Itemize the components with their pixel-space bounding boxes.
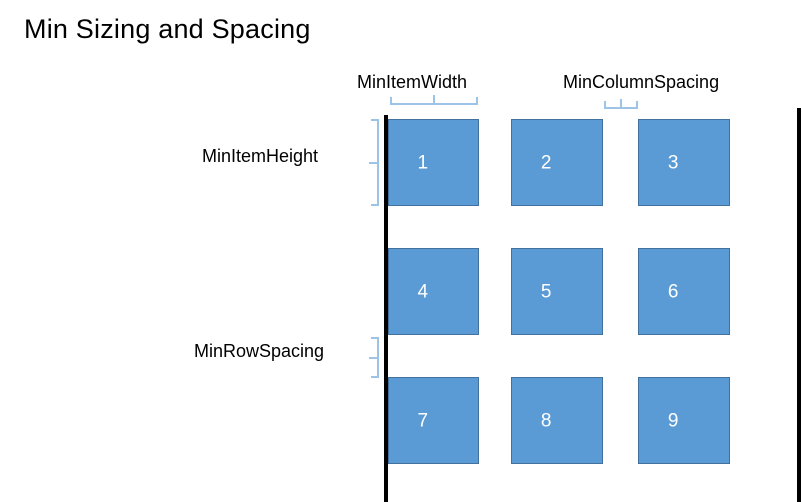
right-boundary-line [797, 108, 801, 502]
grid-item-label: 3 [667, 152, 679, 173]
min-column-spacing-brace [604, 99, 638, 109]
left-boundary-line [384, 115, 388, 502]
grid-item-label: 6 [667, 281, 679, 302]
grid-item-label: 4 [417, 281, 429, 302]
grid-item[interactable]: 9 [638, 377, 730, 464]
brace-bar [377, 119, 379, 206]
brace-cap-right [476, 97, 478, 105]
grid-item-label: 2 [540, 152, 552, 173]
grid-item[interactable]: 1 [388, 119, 479, 206]
min-item-width-label: MinItemWidth [357, 72, 468, 92]
grid-item-label: 9 [667, 410, 679, 431]
brace-cap-left [604, 101, 606, 109]
grid-item[interactable]: 8 [511, 377, 603, 464]
brace-cap-left [390, 97, 392, 105]
brace-cap-bottom [371, 376, 379, 378]
grid-item[interactable]: 7 [388, 377, 479, 464]
brace-cap-bottom [371, 204, 379, 206]
brace-bar [390, 103, 478, 105]
min-row-spacing-brace [369, 337, 379, 378]
grid-item[interactable]: 6 [638, 248, 730, 335]
brace-center-tick [369, 356, 377, 359]
grid-item-label: 7 [417, 410, 429, 431]
brace-center-tick [620, 99, 622, 107]
brace-bar [604, 107, 638, 109]
grid-item-label: 1 [417, 152, 429, 173]
grid-item[interactable]: 5 [511, 248, 603, 335]
grid-item-label: 8 [540, 410, 552, 431]
grid-item[interactable]: 2 [511, 119, 603, 206]
min-item-width-brace [390, 95, 478, 105]
brace-center-tick [369, 161, 377, 164]
brace-cap-top [371, 119, 379, 121]
min-item-height-brace [369, 119, 379, 206]
grid-item[interactable]: 3 [638, 119, 730, 206]
page-title: Min Sizing and Spacing [24, 14, 311, 44]
brace-bar [377, 337, 379, 378]
brace-center-tick [433, 95, 435, 103]
grid-item-label: 5 [540, 281, 552, 302]
grid-item[interactable]: 4 [388, 248, 479, 335]
min-row-spacing-label: MinRowSpacing [194, 341, 325, 361]
brace-cap-right [636, 101, 638, 109]
brace-cap-top [371, 337, 379, 339]
min-item-height-label: MinItemHeight [202, 146, 319, 166]
min-column-spacing-label: MinColumnSpacing [563, 72, 720, 92]
